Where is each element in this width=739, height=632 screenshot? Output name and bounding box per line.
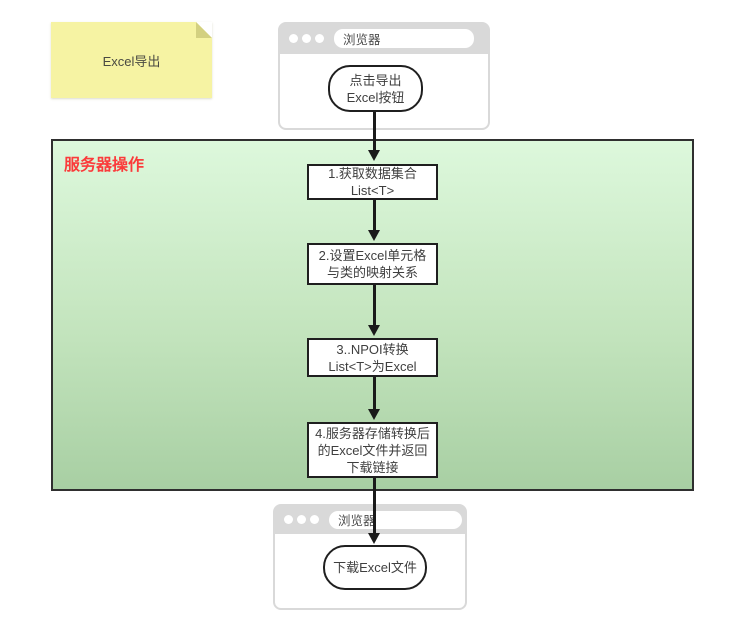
browser-titlebar: 浏览器 <box>274 505 466 534</box>
step-store-and-return-link: 4.服务器存储转换后 的Excel文件并返回 下载链接 <box>307 422 438 478</box>
window-dot-icon <box>289 34 298 43</box>
node-text-line: Excel按钮 <box>346 89 405 105</box>
step-text-line: 与类的映射关系 <box>326 265 418 280</box>
node-download-excel-file: 下载Excel文件 <box>323 545 427 590</box>
address-bar: 浏览器 <box>334 29 474 48</box>
window-dot-icon <box>315 34 324 43</box>
address-bar-text: 浏览器 <box>338 514 376 528</box>
window-dot-icon <box>310 515 319 524</box>
sticky-note: Excel导出 <box>51 22 212 98</box>
step-set-cell-mapping: 2.设置Excel单元格 与类的映射关系 <box>307 243 438 285</box>
address-bar: 浏览器 <box>329 510 462 529</box>
step-text-line: List<T>为Excel <box>328 358 417 374</box>
step-npoi-convert: 3..NPOI转换 List<T>为Excel <box>307 338 438 377</box>
flow-arrow-icon <box>368 478 380 544</box>
step-text-line: List<T> <box>350 183 395 198</box>
flow-arrow-icon <box>368 377 380 420</box>
window-dots <box>284 515 319 524</box>
step-text-line: 3..NPOI转换 <box>336 341 409 357</box>
folded-corner-icon <box>196 22 212 38</box>
window-dot-icon <box>302 34 311 43</box>
node-text-line: 下载Excel文件 <box>333 560 417 575</box>
sticky-note-label: Excel导出 <box>102 53 161 69</box>
window-dot-icon <box>284 515 293 524</box>
step-get-data-collection: 1.获取数据集合 List<T> <box>307 164 438 200</box>
step-text-line: 2.设置Excel单元格 <box>318 248 427 263</box>
window-dot-icon <box>297 515 306 524</box>
address-bar-text: 浏览器 <box>343 33 381 47</box>
browser-titlebar: 浏览器 <box>279 23 489 54</box>
window-dots <box>289 34 324 43</box>
node-click-export-button: 点击导出 Excel按钮 <box>328 65 423 112</box>
panel-title: 服务器操作 <box>64 157 145 174</box>
flow-arrow-icon <box>368 200 380 241</box>
flow-arrow-icon <box>368 285 380 336</box>
browser-window-bottom: 浏览器 <box>273 504 467 610</box>
step-text-line: 4.服务器存储转换后 <box>315 425 430 441</box>
step-text-line: 的Excel文件并返回 <box>317 442 428 458</box>
step-text-line: 1.获取数据集合 <box>328 166 417 181</box>
flow-arrow-icon <box>368 112 380 161</box>
node-text-line: 点击导出 <box>349 72 402 88</box>
step-text-line: 下载链接 <box>346 459 399 475</box>
